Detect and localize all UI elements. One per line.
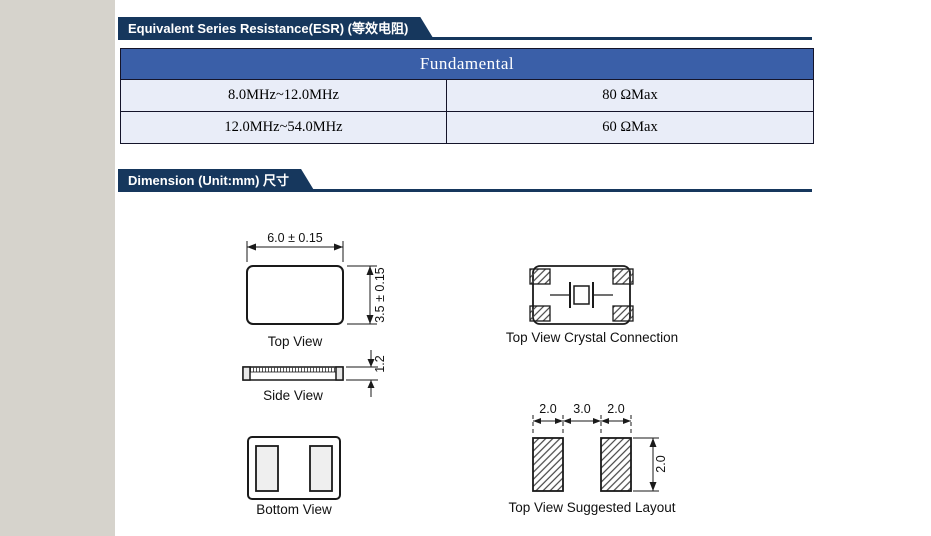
suggested-layout-drawing: 2.0 3.0 2.0 2.0 Top View Suggested Layou… <box>508 402 675 515</box>
esr-frequency-range: 8.0MHz~12.0MHz <box>121 80 447 111</box>
esr-table-title-row: Fundamental <box>121 49 813 79</box>
side-view-terminal <box>335 366 344 381</box>
layout-pad <box>532 437 564 492</box>
bottom-view-pad <box>309 445 333 492</box>
top-view-drawing: 6.0 ± 0.15 3.5 ± 0.15 Top View <box>246 231 387 349</box>
suggested-layout-label: Top View Suggested Layout <box>508 500 675 515</box>
arrow-up-icon <box>366 266 374 275</box>
crystal-connection-drawing: Top View Crystal Connection <box>506 265 678 345</box>
side-view-drawing: 1.2 Side View <box>242 350 387 403</box>
layout-pad <box>600 437 632 492</box>
top-view-label: Top View <box>268 334 323 349</box>
esr-table-title: Fundamental <box>419 54 515 73</box>
arrow-left-icon <box>533 418 541 424</box>
arrow-down-icon <box>366 315 374 324</box>
crystal-corner-pad <box>612 305 634 322</box>
crystal-corner-pad <box>529 305 551 322</box>
bottom-view-pad <box>255 445 279 492</box>
crystal-corner-pad <box>529 268 551 285</box>
dimension-section-title: Dimension (Unit:mm) 尺寸 <box>128 173 290 188</box>
layout-pad-width2-dim: 2.0 <box>607 402 624 416</box>
side-view-label: Side View <box>263 388 323 403</box>
crystal-connection-label: Top View Crystal Connection <box>506 330 678 345</box>
esr-max-value: 60 ΩMax <box>602 119 658 135</box>
layout-pad-width-dim: 2.0 <box>539 402 556 416</box>
esr-header-underline <box>118 37 812 40</box>
arrow-right-icon <box>555 418 563 424</box>
esr-frequency-range: 12.0MHz~54.0MHz <box>121 112 447 143</box>
page-left-margin <box>0 0 115 536</box>
arrow-up-icon <box>367 380 375 388</box>
arrow-left-icon <box>601 418 609 424</box>
table-row: 12.0MHz~54.0MHz 60 ΩMax <box>121 111 813 143</box>
arrow-up-icon <box>649 438 657 447</box>
arrow-down-icon <box>367 359 375 367</box>
dimension-header-underline <box>118 189 812 192</box>
esr-table: Fundamental 8.0MHz~12.0MHz 80 ΩMax 12.0M… <box>120 48 814 144</box>
arrow-left-icon <box>563 418 571 424</box>
top-view-body <box>246 265 344 325</box>
esr-max-value: 80 ΩMax <box>602 87 658 103</box>
arrow-right-icon <box>593 418 601 424</box>
crystal-corner-pad <box>612 268 634 285</box>
arrow-right-icon <box>334 243 343 251</box>
arrow-left-icon <box>247 243 256 251</box>
crystal-symbol-icon <box>573 285 590 305</box>
table-row: 8.0MHz~12.0MHz 80 ΩMax <box>121 79 813 111</box>
side-view-thickness-dim: 1.2 <box>373 355 387 372</box>
esr-section-title: Equivalent Series Resistance(ESR) (等效电阻) <box>128 21 409 36</box>
esr-section-header: Equivalent Series Resistance(ESR) (等效电阻) <box>118 17 434 40</box>
top-view-height-dim: 3.5 ± 0.15 <box>373 267 387 323</box>
side-view-lid <box>249 366 337 373</box>
bottom-view-drawing: Bottom View <box>247 436 341 517</box>
side-view-terminal <box>242 366 251 381</box>
layout-pad-height-dim: 2.0 <box>654 455 668 472</box>
bottom-view-label: Bottom View <box>256 502 332 517</box>
arrow-right-icon <box>623 418 631 424</box>
top-view-width-dim: 6.0 ± 0.15 <box>267 231 323 245</box>
arrow-down-icon <box>649 482 657 491</box>
dimension-section-header: Dimension (Unit:mm) 尺寸 <box>118 169 315 192</box>
layout-pad-gap-dim: 3.0 <box>573 402 590 416</box>
